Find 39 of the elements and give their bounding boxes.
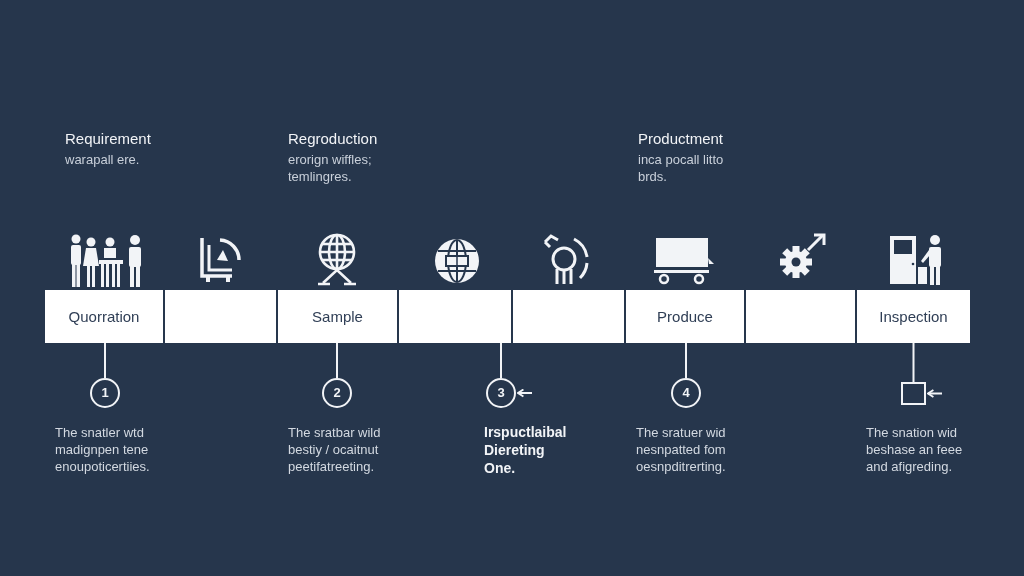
section-note: inca pocall litto brds. xyxy=(638,151,725,185)
timeline-segment xyxy=(513,290,624,343)
step-label: Sample xyxy=(312,308,363,325)
step-number: 1 xyxy=(101,386,109,400)
step-number: 3 xyxy=(497,386,505,400)
square-marker xyxy=(901,382,926,405)
timeline-segment xyxy=(45,290,163,343)
section-note: warapall ere. xyxy=(65,151,141,168)
step-description: The sratbar wild bestiy / ocaitnut peetifatreeting. xyxy=(288,424,382,475)
step-description: The snation wid beshase an feee and afigreding. xyxy=(866,424,964,475)
section-heading: Requirement xyxy=(65,130,151,148)
section-note: erorign wiffles; temlingres. xyxy=(288,151,373,185)
step-circle xyxy=(90,378,120,408)
step-description: The snatler wtd madignpen tene enoupoticertiies. xyxy=(55,424,151,475)
timeline-segment xyxy=(626,290,744,343)
step-label: Produce xyxy=(657,308,713,325)
timeline-segment xyxy=(165,290,276,343)
arrow xyxy=(517,388,533,398)
section-heading: Productment xyxy=(638,130,724,148)
leader-line xyxy=(336,342,338,379)
timeline-segment xyxy=(857,290,970,343)
timeline-segment xyxy=(746,290,855,343)
leader-line xyxy=(104,342,106,379)
timeline-segment xyxy=(278,290,397,343)
leader-line xyxy=(500,342,502,379)
step-label: Quorration xyxy=(68,308,140,325)
step-number: 4 xyxy=(682,386,690,400)
section-heading: Regroduction xyxy=(288,130,378,148)
leader-line xyxy=(912,342,915,383)
step-description: Irspuctlaibal Diereting One. xyxy=(484,423,568,477)
step-number: 2 xyxy=(333,386,341,400)
arrow xyxy=(927,389,943,398)
step-circle xyxy=(486,378,516,408)
leader-line xyxy=(685,342,687,379)
step-circle xyxy=(671,378,701,408)
step-description: The sratuer wid nesnpatted fom oesnpditrerting. xyxy=(636,424,727,475)
step-circle xyxy=(322,378,352,408)
step-label: Inspection xyxy=(879,308,948,325)
timeline-segment xyxy=(399,290,511,343)
